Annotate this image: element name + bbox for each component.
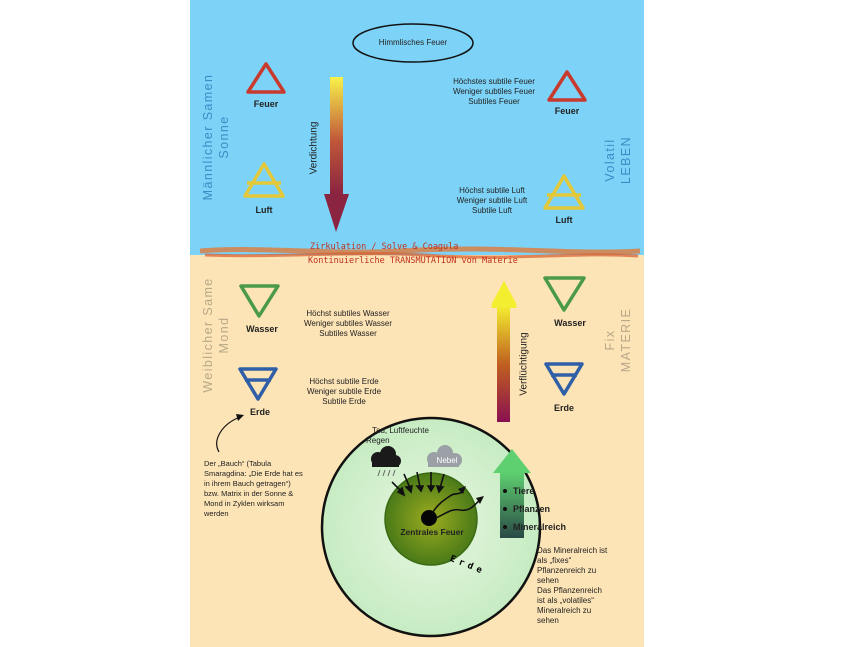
transmutation-boundary [199,246,641,259]
belly-note-6: werden [204,509,229,518]
fire-symbol-left [246,62,286,94]
fire-label-right: Feuer [554,106,580,116]
heavenly-fire-ellipse [352,23,474,63]
volatilization-label: Verflüchtigung [518,332,530,396]
male-seed-label: Männlicher Samen Sonne [194,62,238,212]
fog-cloud-icon [427,445,462,467]
central-fire-dot [421,510,437,526]
water-desc-2: Weniger subtiles Wasser [303,319,393,328]
fog-label: Nebel [436,456,458,465]
fix-line1: Fix [603,329,617,351]
fire-desc-1: Höchstes subtile Feuer [453,77,535,86]
female-seed-line1: Weiblicher Same [201,277,215,393]
air-desc-2: Weniger subtile Luft [456,196,528,205]
air-label-left: Luft [255,205,273,215]
mineral-note-8: sehen [537,616,559,625]
condensation-label: Verdichtung [308,121,320,175]
earth-description: Höchst subtile Erde Weniger subtile Erde… [290,377,398,407]
water-desc-3: Subtiles Wasser [319,329,377,338]
fire-desc-3: Subtiles Feuer [468,97,520,106]
mineral-note-7: Mineralreich zu [537,606,592,615]
circulation-label: Zirkulation / Solve & Coagula [310,242,459,252]
air-description: Höchst subtile Luft Weniger subtile Luft… [438,186,546,216]
rising-fire-arrows [432,489,481,519]
earth-desc-1: Höchst subtile Erde [309,377,379,386]
earth-desc-3: Subtile Erde [322,397,366,406]
fire-label-left: Feuer [253,99,279,109]
female-seed-label: Weiblicher Same Mond [194,270,238,400]
fix-matter-label: Fix MATERIE [598,300,638,380]
water-label-right: Wasser [554,318,586,328]
belly-note-3: in ihrem Bauch getragen“) [204,479,291,488]
bauch-pointer-arrow [216,416,241,453]
sky-region [190,0,644,255]
mineral-note-6: ist als „volatiles“ [537,596,594,605]
volatil-life-label: Volatil LEBEN [598,120,638,200]
mineral-note-5: Das Pflanzenreich [537,586,602,595]
fix-line2: MATERIE [619,307,633,373]
earth-symbol-left [238,367,278,401]
animals-label: Tiere [513,486,535,496]
mineral-note-1: Das Mineralreich ist [537,546,608,555]
plants-label: Pflanzen [513,504,551,514]
female-seed-line2: Mond [217,316,231,354]
water-description: Höchst subtiles Wasser Weniger subtiles … [292,309,404,339]
air-desc-1: Höchst subtile Luft [459,186,525,195]
belly-note-4: bzw. Matrix in der Sonne & [204,489,294,498]
volatil-rotated: Volatil LEBEN [602,136,634,184]
belly-note: Der „Bauch“ (Tabula Smaragdina: „Die Erd… [204,459,316,519]
mineral-note: Das Mineralreich ist als „fixes“ Pflanze… [537,546,633,626]
transmutation-label: Kontinuierliche TRANSMUTATION von Materi… [308,256,518,266]
moisture-arrows [391,471,445,497]
water-label-left: Wasser [246,324,278,334]
male-seed-line2: Sonne [217,115,231,159]
air-label-right: Luft [555,215,573,225]
dew-line1: Tau, Luftfeuchte [372,426,429,435]
water-symbol-right [543,276,586,312]
fire-symbol-right [547,70,587,102]
mineral-note-3: Pflanzenreich zu [537,566,597,575]
volatil-line1: Volatil [603,138,617,182]
heavenly-fire-label: Himmlisches Feuer [378,38,448,47]
volatil-line2: LEBEN [619,136,633,184]
central-fire-label: Zentrales Feuer [400,527,464,537]
kingdoms-arrow [493,449,531,538]
dew-label: Tau, Luftfeuchte Regen [366,426,456,446]
earth-symbol-right [544,362,584,396]
belly-note-2: Smaragdina: „Die Erde hat es [204,469,303,478]
male-seed-line1: Männlicher Samen [201,73,215,201]
mineral-note-4: sehen [537,576,559,585]
fire-description: Höchstes subtile Feuer Weniger subtiles … [440,77,548,107]
earth-desc-2: Weniger subtile Erde [306,387,382,396]
mineral-note-2: als „fixes“ [537,556,572,565]
belly-note-5: Mond in Zyklen wirksam [204,499,285,508]
fire-desc-2: Weniger subtiles Feuer [452,87,536,96]
male-seed-rotated: Männlicher Samen Sonne [200,74,232,201]
water-desc-1: Höchst subtiles Wasser [306,309,390,318]
fix-rotated: Fix MATERIE [602,308,634,372]
belly-note-1: Der „Bauch“ (Tabula [204,459,272,468]
dew-line2: Regen [366,436,390,445]
water-symbol-left [239,284,280,318]
earth-label-left: Erde [249,407,270,417]
minerals-label: Mineralreich [513,522,567,532]
rain-cloud-icon [371,446,401,477]
earth-label-right: Erde [553,403,574,413]
female-seed-rotated: Weiblicher Same Mond [200,277,232,392]
air-symbol-left [243,162,285,198]
air-desc-3: Subtile Luft [471,206,513,215]
air-symbol-right [543,174,585,210]
volatilization-arrow [491,281,517,422]
condensation-arrow [324,77,349,232]
